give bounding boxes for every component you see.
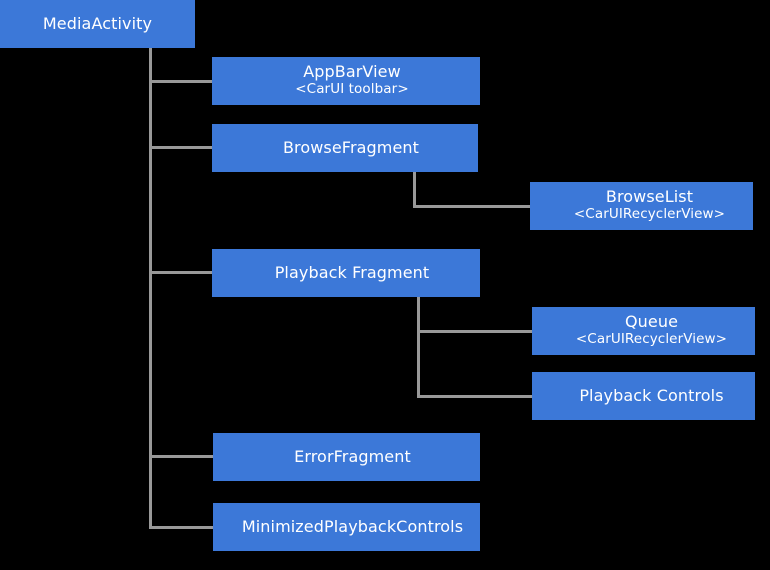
node-text-block: Playback Controls <box>579 385 724 405</box>
node-title: Queue <box>624 312 679 332</box>
node-error-fragment[interactable]: ErrorFragment <box>213 433 480 481</box>
edge-branch-browse-list <box>413 205 533 208</box>
node-title: AppBarView <box>303 62 401 82</box>
edge-trunk-browse-fragment <box>413 171 416 208</box>
node-subtitle: <CarUIRecyclerView> <box>575 331 728 348</box>
node-subtitle: <CarUI toolbar> <box>295 81 409 98</box>
node-app-bar-view[interactable]: AppBarView<CarUI toolbar> <box>212 57 480 105</box>
node-minimized-playback-controls[interactable]: MinimizedPlaybackControls <box>213 503 480 551</box>
edge-branch-queue <box>417 330 535 333</box>
node-text-block: BrowseFragment <box>282 137 420 157</box>
node-playback-fragment[interactable]: Playback Fragment <box>212 249 480 297</box>
edge-branch-playback-fragment <box>149 271 215 274</box>
node-queue[interactable]: Queue<CarUIRecyclerView> <box>532 307 755 355</box>
node-title: Playback Controls <box>579 385 724 405</box>
edge-branch-error-fragment <box>149 455 216 458</box>
node-text-block: BrowseList<CarUIRecyclerView> <box>573 187 726 223</box>
node-browse-list[interactable]: BrowseList<CarUIRecyclerView> <box>530 182 753 230</box>
node-title: MinimizedPlaybackControls <box>241 516 464 536</box>
node-subtitle: <CarUIRecyclerView> <box>573 206 726 223</box>
node-text-block: MinimizedPlaybackControls <box>241 516 464 536</box>
node-text-block: ErrorFragment <box>294 446 411 466</box>
node-title: BrowseFragment <box>282 137 420 157</box>
edge-branch-app-bar-view <box>149 80 215 83</box>
node-media-activity[interactable]: MediaActivity <box>0 0 195 48</box>
node-playback-controls[interactable]: Playback Controls <box>532 372 755 420</box>
edge-trunk-media-activity <box>149 48 152 529</box>
node-text-block: MediaActivity <box>42 13 153 33</box>
node-text-block: Queue<CarUIRecyclerView> <box>575 312 728 348</box>
edge-trunk-playback-fragment <box>417 296 420 398</box>
node-browse-fragment[interactable]: BrowseFragment <box>212 124 478 172</box>
node-title: MediaActivity <box>42 13 153 33</box>
edge-branch-minimized-playback-controls <box>149 526 216 529</box>
node-title: Playback Fragment <box>274 262 430 282</box>
node-text-block: Playback Fragment <box>274 262 430 282</box>
node-title: ErrorFragment <box>294 446 411 466</box>
edge-branch-playback-controls <box>417 395 535 398</box>
node-text-block: AppBarView<CarUI toolbar> <box>295 62 409 98</box>
edge-branch-browse-fragment <box>149 146 215 149</box>
node-title: BrowseList <box>605 187 694 207</box>
